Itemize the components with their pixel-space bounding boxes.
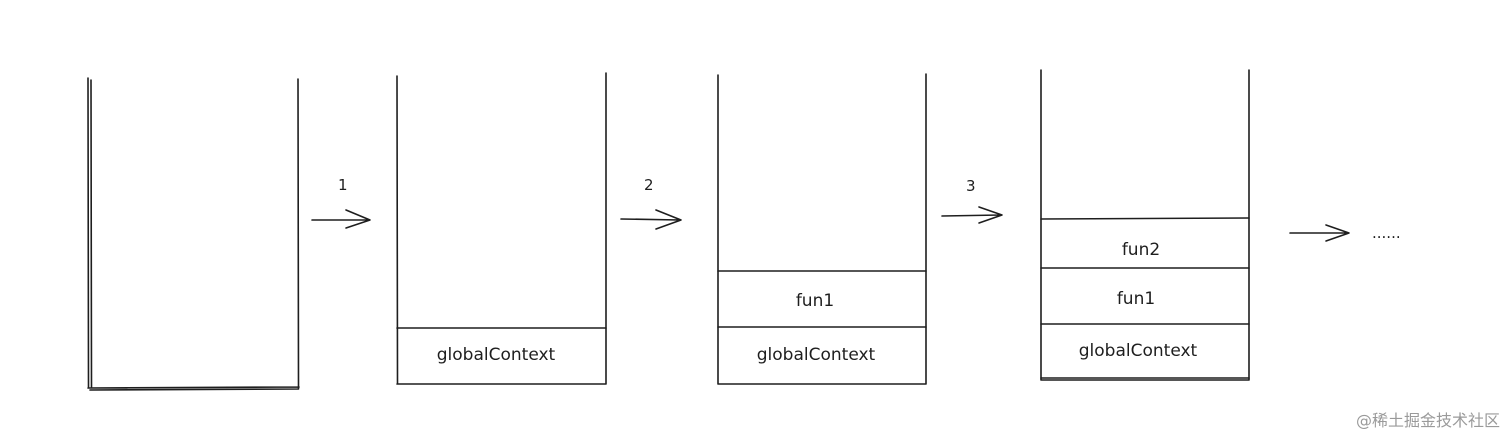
frame-label: globalContext bbox=[437, 345, 556, 365]
step-label: 1 bbox=[338, 176, 348, 194]
stack-global: globalContext bbox=[396, 72, 607, 385]
continuation-arrow bbox=[1289, 224, 1350, 242]
stack-frame: fun2 bbox=[1040, 217, 1250, 260]
step-arrow bbox=[311, 209, 371, 229]
frame-label: fun1 bbox=[796, 291, 834, 311]
stack-container bbox=[717, 73, 927, 385]
watermark: @稀土掘金技术社区 bbox=[1355, 411, 1500, 430]
frame-label: fun1 bbox=[1117, 289, 1155, 309]
step-2: 2 bbox=[620, 176, 682, 230]
frame-label: fun2 bbox=[1122, 240, 1160, 260]
continuation: ...... bbox=[1289, 224, 1401, 242]
step-1: 1 bbox=[311, 176, 371, 229]
stack-container bbox=[87, 77, 300, 391]
stack-empty bbox=[87, 77, 300, 391]
stack-fun1: fun1 globalContext bbox=[717, 73, 927, 385]
stack-container bbox=[1040, 69, 1250, 381]
frame-label: globalContext bbox=[757, 345, 876, 365]
continuation-dots: ...... bbox=[1372, 224, 1401, 242]
stack-frame: globalContext bbox=[717, 326, 927, 365]
step-arrow bbox=[620, 209, 682, 230]
stack-frame: fun1 bbox=[717, 270, 927, 311]
stack-frame: globalContext bbox=[396, 327, 607, 365]
stack-fun2: fun2 fun1 globalContext bbox=[1040, 69, 1250, 381]
step-3: 3 bbox=[941, 177, 1003, 224]
stack-container bbox=[396, 72, 607, 385]
step-label: 2 bbox=[644, 176, 654, 194]
step-label: 3 bbox=[966, 177, 976, 195]
step-arrow bbox=[941, 206, 1003, 224]
frame-label: globalContext bbox=[1079, 341, 1198, 361]
stack-frame: fun1 bbox=[1040, 267, 1250, 309]
stack-frame: globalContext bbox=[1040, 323, 1250, 379]
